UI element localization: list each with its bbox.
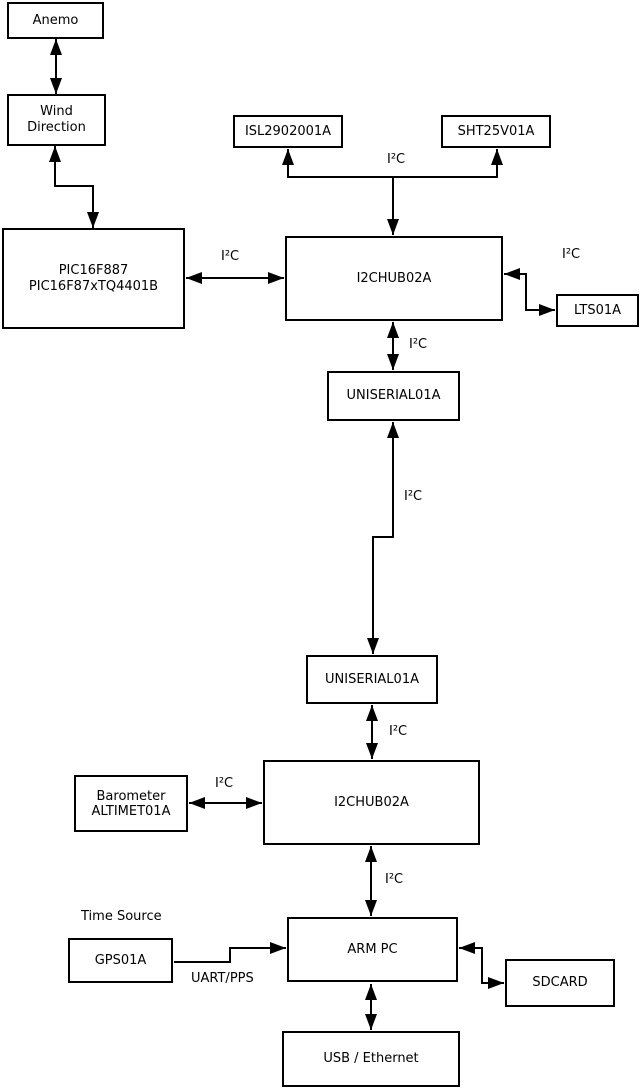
node-usb-ethernet: USB / Ethernet	[282, 1031, 460, 1087]
node-i2chub02a-upper: I2CHUB02A	[285, 236, 503, 321]
node-gps01a-label: GPS01A	[94, 952, 147, 968]
node-sht25v01a: SHT25V01A	[441, 115, 551, 148]
node-barometer: Barometer ALTIMET01A	[74, 775, 188, 832]
node-lts01a-label: LTS01A	[573, 302, 622, 318]
node-isl2902001a-label: ISL2902001A	[244, 123, 332, 139]
edge-wind-pic	[49, 146, 99, 228]
node-lts01a: LTS01A	[556, 294, 639, 327]
node-i2chub02a-lower-label: I2CHUB02A	[334, 794, 409, 810]
node-uniserial01a-upper-label: UNISERIAL01A	[346, 388, 441, 403]
node-sdcard: SDCARD	[505, 959, 615, 1007]
edge-label-i2c-hub2-armpc: I²C	[385, 872, 404, 887]
node-anemo: Anemo	[7, 2, 104, 39]
node-usb-ethernet-label: USB / Ethernet	[323, 1051, 419, 1066]
node-i2chub02a-lower: I2CHUB02A	[263, 760, 480, 845]
edge-gps-armpc	[174, 942, 286, 963]
edge-armpc-sdcard	[459, 942, 504, 989]
edge-label-i2c-lts: I²C	[562, 247, 581, 262]
node-pic16f887-label: PIC16F887 PIC16F87xTQ4401B	[28, 262, 159, 294]
node-barometer-label: Barometer ALTIMET01A	[91, 788, 171, 819]
node-uniserial01a-lower-label: UNISERIAL01A	[325, 671, 419, 687]
node-wind-direction: Wind Direction	[7, 94, 106, 146]
node-arm-pc-label: ARM PC	[347, 941, 398, 957]
node-isl2902001a: ISL2902001A	[233, 115, 343, 148]
node-uniserial01a-lower: UNISERIAL01A	[306, 655, 438, 704]
annotation-uart-pps: UART/PPS	[191, 971, 254, 986]
node-i2chub02a-upper-label: I2CHUB02A	[356, 270, 432, 286]
node-arm-pc: ARM PC	[287, 917, 458, 982]
node-uniserial01a-upper: UNISERIAL01A	[327, 371, 460, 421]
annotation-time-source: Time Source	[81, 909, 162, 924]
edge-label-i2c-uniserial-hub2: I²C	[389, 724, 408, 739]
node-sdcard-label: SDCARD	[532, 975, 588, 990]
node-sht25v01a-label: SHT25V01A	[457, 123, 535, 139]
edge-label-i2c-uniserial-link: I²C	[404, 489, 423, 504]
edge-label-i2c-sensor-branch: I²C	[387, 152, 406, 167]
edge-uniserial-upper-uniserial-lower	[367, 422, 399, 654]
edge-label-i2c-hub-uniserial: I²C	[409, 337, 428, 352]
edge-label-i2c-pic-hub: I²C	[221, 249, 240, 264]
node-anemo-label: Anemo	[32, 12, 79, 28]
node-gps01a: GPS01A	[68, 938, 173, 983]
node-wind-direction-label: Wind Direction	[27, 104, 86, 135]
node-pic16f887: PIC16F887 PIC16F87xTQ4401B	[2, 228, 185, 329]
edge-label-i2c-barometer: I²C	[215, 776, 234, 791]
edge-i2chub-upper-lts	[504, 268, 555, 316]
